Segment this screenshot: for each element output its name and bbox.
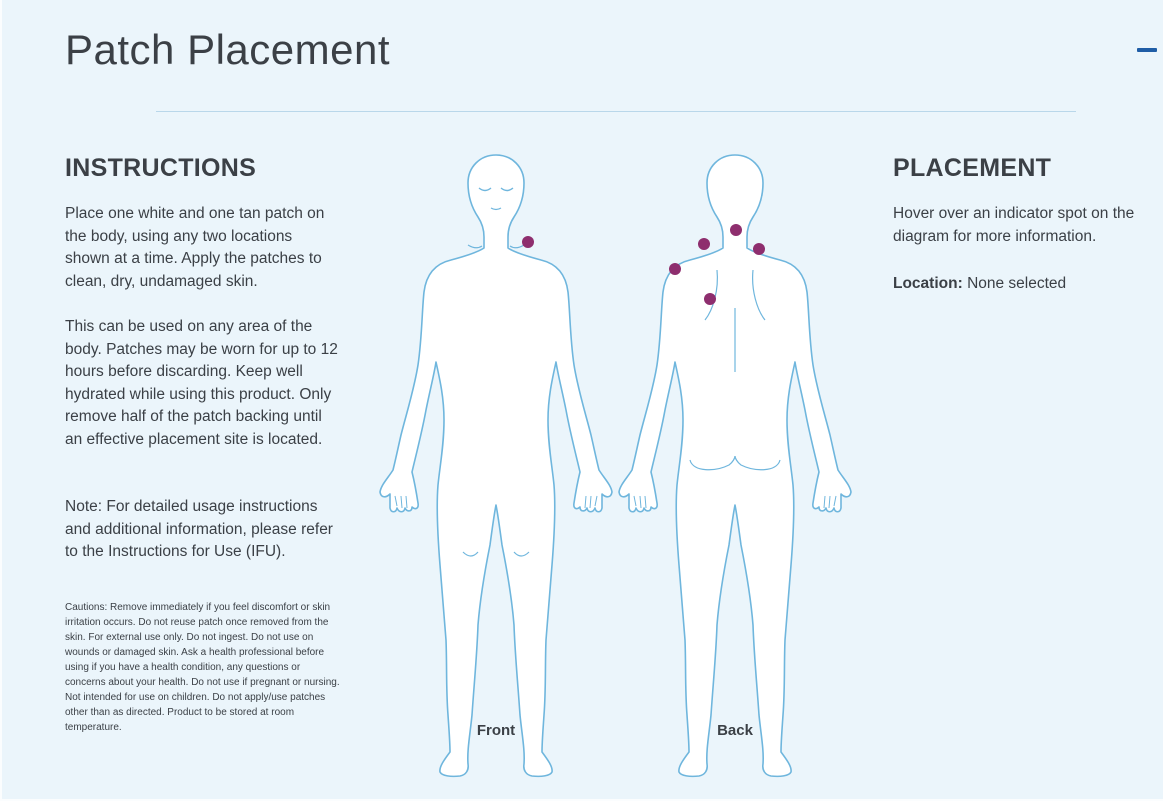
- location-label: Location:: [893, 275, 963, 292]
- instructions-paragraph-2: This can be used on any area of the body…: [65, 318, 338, 448]
- indicator-spot-back-left-shoulder[interactable]: [669, 263, 681, 275]
- indicator-spot-back-neck[interactable]: [730, 224, 742, 236]
- placement-hint: Hover over an indicator spot on the diag…: [893, 205, 1135, 245]
- indicator-spot-back-mid-left[interactable]: [704, 293, 716, 305]
- location-value: None selected: [967, 275, 1067, 292]
- instructions-heading: INSTRUCTIONS: [65, 154, 257, 182]
- location-readout: Location: None selected: [893, 273, 1066, 295]
- front-figure: [379, 154, 613, 778]
- back-figure: [618, 154, 852, 778]
- header-divider: [156, 111, 1076, 112]
- indicator-spot-back-upper-left[interactable]: [698, 238, 710, 250]
- indicator-spot-back-upper-right[interactable]: [753, 243, 765, 255]
- instructions-paragraph-1: Place one white and one tan patch on the…: [65, 205, 325, 290]
- front-label: Front: [476, 722, 516, 739]
- indicator-spot-front-shoulder[interactable]: [522, 236, 534, 248]
- placement-heading: PLACEMENT: [893, 154, 1052, 182]
- page-title: Patch Placement: [65, 26, 391, 73]
- instructions-note: Note: For detailed usage instructions an…: [65, 498, 333, 560]
- body-diagram: [379, 154, 852, 778]
- back-label: Back: [717, 722, 753, 739]
- minimize-icon[interactable]: [1137, 48, 1157, 52]
- cautions-text: Cautions: Remove immediately if you feel…: [65, 602, 340, 733]
